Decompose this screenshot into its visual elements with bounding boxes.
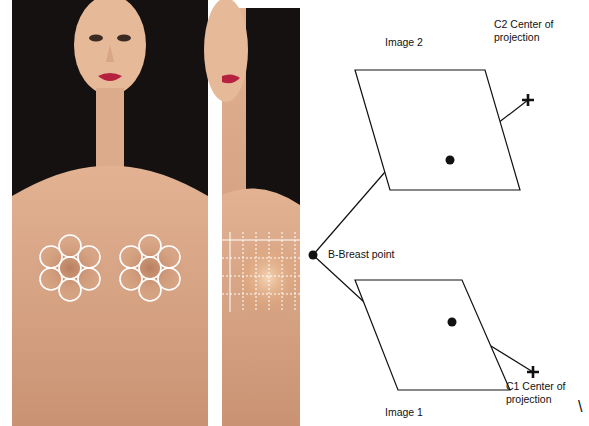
node-outline (352, 36, 524, 192)
doll-photo (12, 0, 208, 426)
target-point: B-Breast point (306, 246, 418, 264)
node-label: C1 Center of projection (506, 380, 582, 406)
projection-ray (313, 255, 364, 302)
image-plane: Image 1 (352, 276, 514, 426)
node-label: C2 Center of projection (494, 18, 574, 44)
image-plane: Image 2 (352, 36, 524, 192)
node-outline (352, 276, 514, 426)
stray-mark: \ (578, 398, 582, 416)
projection-ray (313, 172, 385, 255)
projection-center: C1 Center of projection (506, 364, 584, 410)
node-label: B-Breast point (328, 248, 395, 261)
node-label: Image 2 (385, 36, 423, 49)
node-label: Image 1 (385, 406, 423, 419)
projection-center: C2 Center of projection (494, 18, 576, 108)
doll-photo-strip (204, 0, 302, 426)
